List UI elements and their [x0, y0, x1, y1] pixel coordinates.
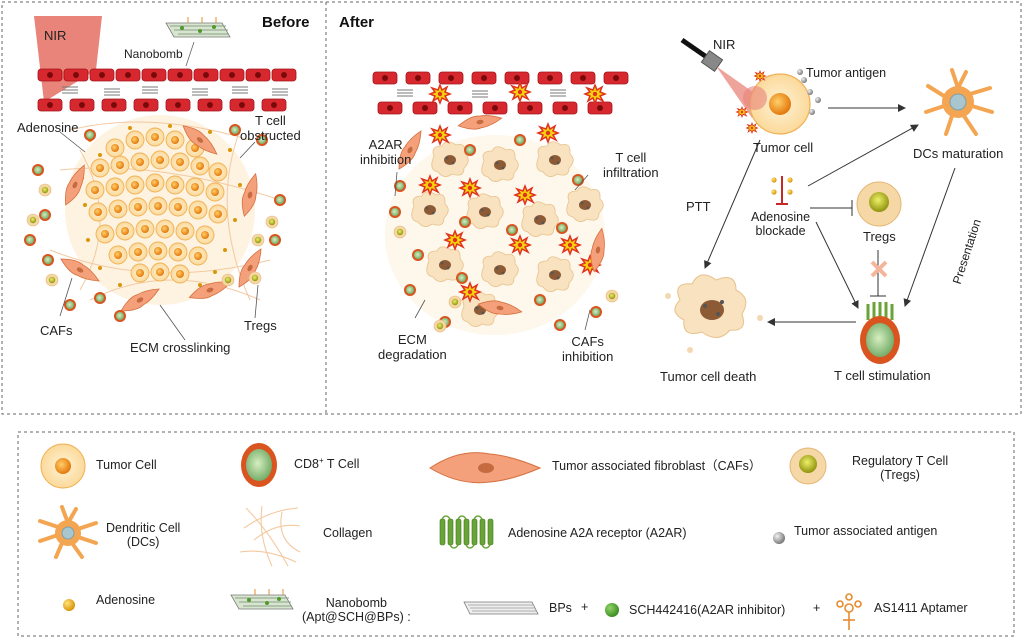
legend-nanobomb-icon [230, 589, 294, 610]
mechanism-arrows [704, 104, 956, 326]
t-cell-stimulation-label: T cell stimulation [834, 368, 931, 383]
nanobomb-sheet-before [165, 17, 231, 38]
legend-aptamer-icon [836, 593, 862, 630]
legend-tumor-cell-label: Tumor Cell [96, 458, 157, 472]
tumor-cell-death-mechanism [665, 274, 763, 353]
stimulated-t-cell [860, 302, 900, 364]
legend-a2ar-icon [439, 515, 494, 549]
treg-mechanism [856, 181, 902, 227]
ptt-label: PTT [686, 199, 711, 214]
tumor-region-after [385, 111, 609, 335]
tumor-cell-mechanism [736, 69, 821, 135]
legend-tumor-cell-icon [40, 443, 86, 489]
blood-vessel-after [372, 71, 629, 115]
legend-antigen-label: Tumor associated antigen [794, 524, 938, 538]
tregs-label-mechanism: Tregs [863, 229, 896, 244]
tumor-cell-label: Tumor cell [753, 140, 814, 155]
tumor-mass-before [49, 115, 281, 305]
after-title: After [339, 14, 375, 31]
legend-antigen-icon [773, 532, 785, 544]
after-panel [372, 71, 629, 335]
mechanism-panel [665, 37, 994, 364]
legend-plus-2: + [813, 601, 821, 615]
legend-dc-icon [38, 505, 98, 559]
legend-dc-label: Dendritic Cell(DCs) [106, 521, 181, 550]
before-title: Before [262, 14, 310, 31]
legend-collagen-icon [239, 505, 301, 567]
legend-cd8-t-cell-label: CD8+ T Cell [294, 456, 360, 472]
nir-label-before: NIR [44, 28, 67, 43]
adenosine-label-before: Adenosine [17, 120, 79, 135]
legend-caf-label: Tumor associated fibroblast（CAFs） [552, 459, 762, 473]
legend-collagen-label: Collagen [323, 526, 373, 540]
adenosine-blockade-icon [771, 176, 793, 205]
tumor-cell-death-label: Tumor cell death [660, 369, 757, 384]
dcs-maturation-label: DCs maturation [913, 146, 1004, 161]
dendritic-cell-mechanism [924, 68, 994, 136]
legend-cd8-t-cell-icon [241, 443, 277, 487]
legend-plus-1: + [581, 600, 589, 614]
legend-bps-icon [463, 601, 539, 615]
legend-adenosine-label: Adenosine [96, 593, 156, 607]
legend-treg-label: Regulatory T Cell(Tregs) [852, 454, 949, 483]
legend-sch-icon [605, 603, 619, 617]
legend-treg-icon [789, 447, 827, 485]
ecm-crosslinking-label: ECM crosslinking [130, 340, 231, 355]
legend-a2ar-label: Adenosine A2A receptor (A2AR) [508, 526, 687, 540]
tumor-antigen-label: Tumor antigen [806, 66, 887, 80]
nanobomb-label-before: Nanobomb [124, 47, 183, 61]
tregs-label-before: Tregs [244, 318, 277, 333]
top-panel [1, 1, 1022, 415]
blocked-cross [870, 260, 888, 278]
legend-bps-label: BPs [549, 601, 572, 615]
legend-adenosine-icon [63, 599, 75, 611]
legend-caf-icon [429, 452, 542, 484]
cafs-label-before: CAFs [40, 323, 73, 338]
legend-sch-label: SCH442416(A2AR inhibitor) [629, 603, 786, 617]
nir-label-mechanism: NIR [713, 37, 736, 52]
legend-panel [17, 431, 1015, 637]
blood-vessel-before [37, 68, 297, 112]
before-panel [24, 16, 297, 341]
legend-nanobomb-label: Nanobomb(Apt@SCH@BPs) : [302, 596, 411, 625]
legend-aptamer-label: AS1411 Aptamer [874, 601, 968, 615]
